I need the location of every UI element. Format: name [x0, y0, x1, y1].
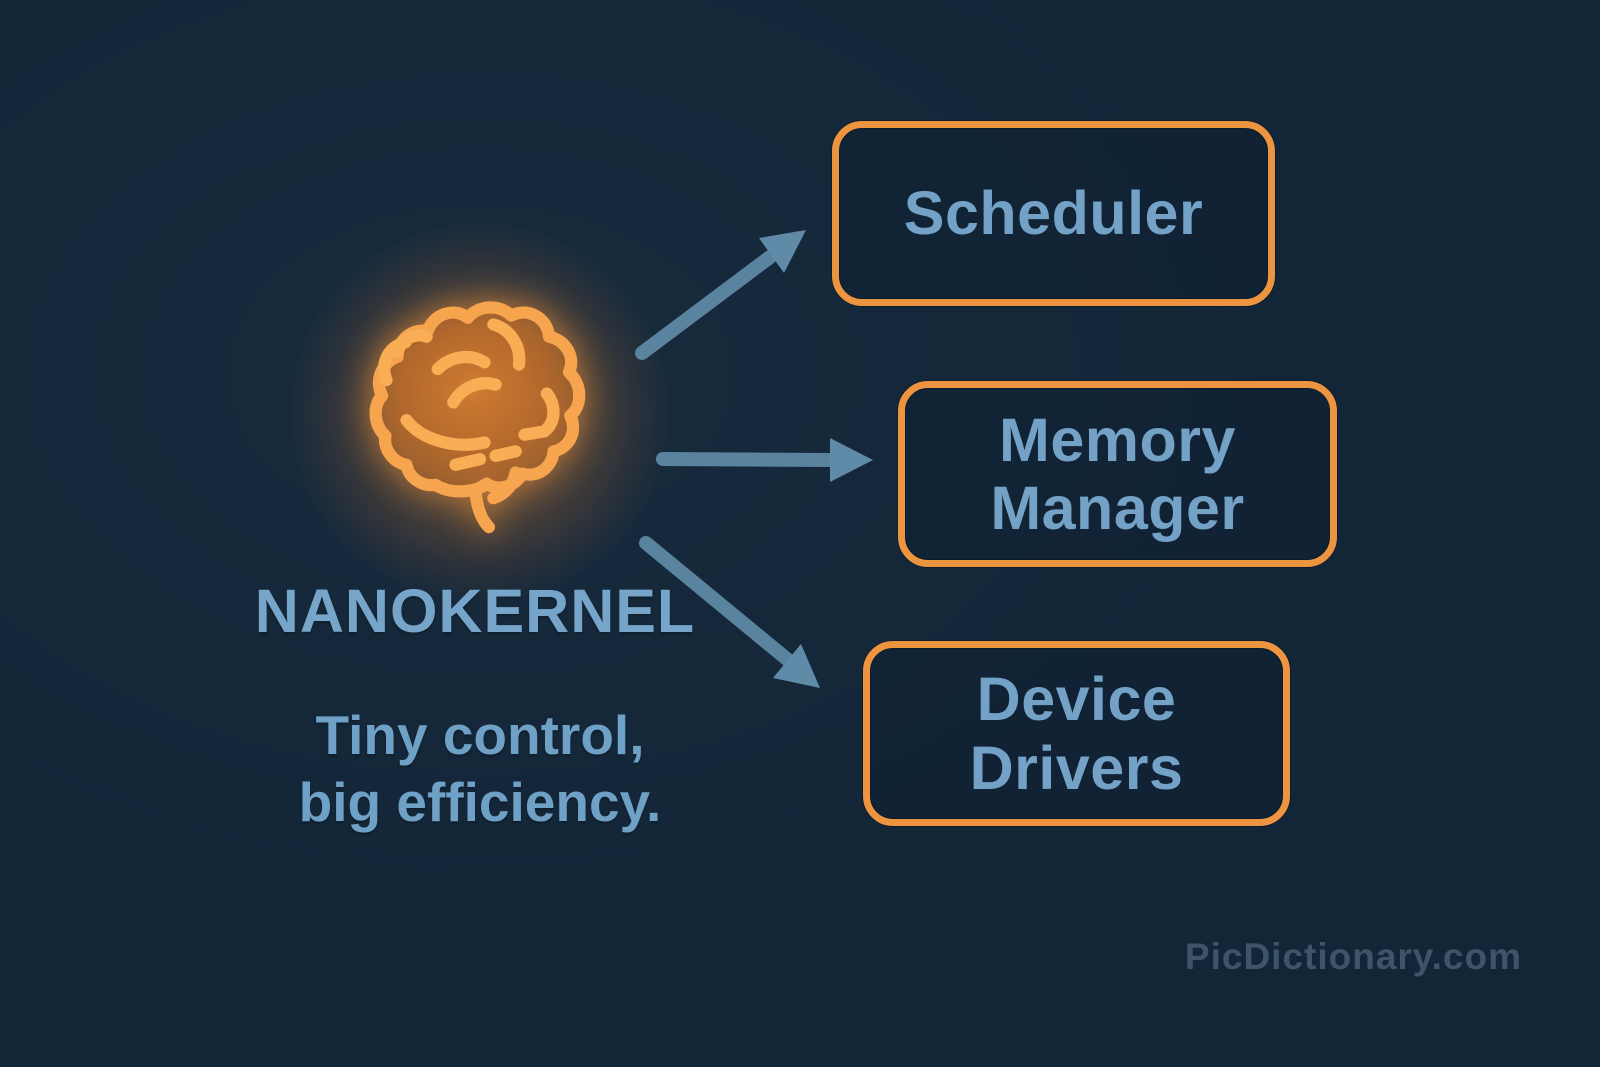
tagline-line-2: big efficiency.: [298, 771, 662, 834]
brain-icon-svg: [369, 301, 586, 534]
brain-icon: [368, 300, 592, 536]
node-memory-manager: Memory Manager: [898, 381, 1337, 567]
node-device-drivers-label: Device Drivers: [969, 665, 1184, 802]
diagram-title: NANOKERNEL: [254, 577, 696, 645]
tagline-line-1: Tiny control,: [315, 704, 645, 766]
diagram-tagline: Tiny control, big efficiency.: [200, 702, 760, 836]
watermark: PicDictionary.com: [1184, 936, 1522, 977]
node-scheduler: Scheduler: [832, 121, 1275, 306]
arrow-to-scheduler: [635, 230, 806, 360]
arrow-to-memory-manager: [656, 438, 873, 482]
node-memory-manager-label: Memory Manager: [990, 405, 1245, 542]
node-device-drivers: Device Drivers: [863, 641, 1290, 826]
node-scheduler-label: Scheduler: [903, 179, 1204, 248]
